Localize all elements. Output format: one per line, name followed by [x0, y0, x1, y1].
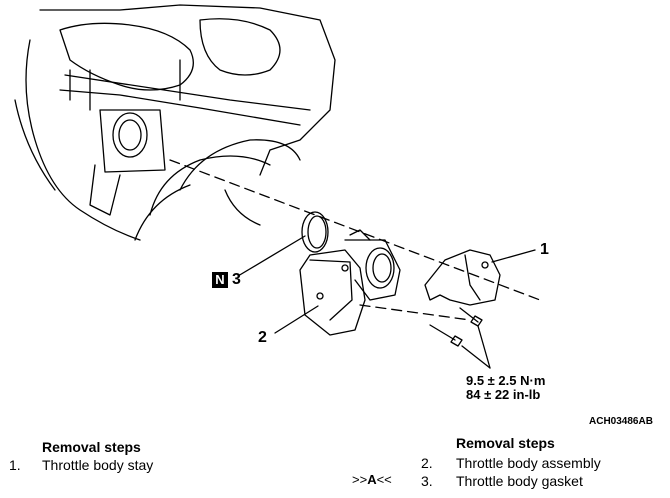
throttle-gasket [301, 211, 329, 253]
assembly-axis-line [169, 159, 541, 301]
removal-steps-heading-right: Removal steps [456, 435, 555, 451]
removal-steps-heading-left: Removal steps [42, 439, 141, 455]
replace-part-marker: N [212, 272, 228, 288]
service-point-ref: >>A<< [352, 472, 392, 487]
leader-line-3 [237, 235, 306, 277]
mounting-bolts [429, 307, 483, 347]
leader-line-torque-b [461, 345, 491, 369]
callout-3: 3 [232, 271, 241, 288]
step-throttle-body-gasket: Throttle body gasket [456, 473, 583, 489]
step-number: 2. [421, 455, 433, 471]
throttle-body-stay [424, 249, 501, 306]
step-throttle-body-stay: Throttle body stay [42, 457, 154, 473]
torque-imperial: 84 ± 22 in-lb [466, 387, 541, 402]
leader-line-torque-a [477, 325, 491, 369]
pulley-arc [179, 139, 301, 191]
intake-port-ring [112, 112, 148, 158]
engine-block-outline [39, 4, 336, 176]
torque-spec: 9.5 ± 2.5 N·m 84 ± 22 in-lb [466, 374, 545, 402]
figure-code: ACH03486AB [589, 416, 653, 427]
throttle-body-assembly [299, 229, 401, 336]
exploded-view-drawing [14, 4, 541, 369]
step-number: 1. [9, 457, 21, 473]
leader-line-2 [274, 305, 319, 334]
callout-1: 1 [540, 241, 549, 258]
step-throttle-body-assembly: Throttle body assembly [456, 455, 601, 471]
callout-2: 2 [258, 329, 267, 346]
step-number: 3. [421, 473, 433, 489]
torque-metric: 9.5 ± 2.5 N·m [466, 373, 546, 388]
leader-line-1 [491, 249, 536, 263]
